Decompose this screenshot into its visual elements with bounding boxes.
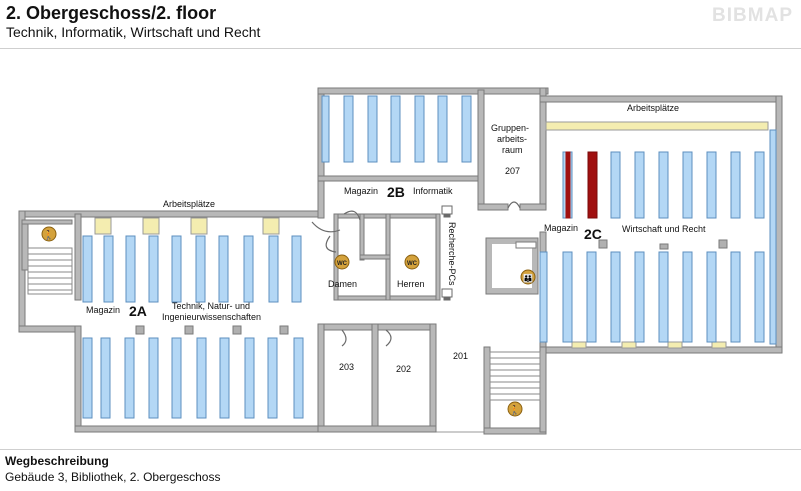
route-description: Wegbeschreibung Gebäude 3, Bibliothek, 2… bbox=[0, 451, 801, 491]
doors bbox=[311, 201, 521, 347]
label-room-201: 201 bbox=[453, 351, 468, 361]
brand-logo: BIBMAP bbox=[712, 5, 793, 26]
label-gruppen-2: arbeits- bbox=[497, 134, 527, 144]
wc-icon: WC bbox=[404, 254, 420, 270]
header-divider bbox=[0, 48, 801, 49]
svg-text:WC: WC bbox=[407, 261, 418, 267]
svg-text:WC: WC bbox=[337, 261, 348, 267]
page-subtitle: Technik, Informatik, Wirtschaft und Rech… bbox=[6, 24, 261, 40]
shelves-2a-top bbox=[82, 235, 302, 303]
label-zone-2c: 2C bbox=[584, 226, 602, 242]
label-magazin-2b: Magazin bbox=[344, 186, 378, 196]
shelves-2c-bottom bbox=[539, 251, 765, 343]
workplaces bbox=[94, 121, 769, 349]
magazine-shelf bbox=[565, 151, 571, 219]
map-header: 2. Obergeschoss/2. floor Technik, Inform… bbox=[0, 0, 801, 48]
svg-text:🚶: 🚶 bbox=[509, 404, 520, 415]
label-damen: Damen bbox=[328, 279, 357, 289]
label-arbeitsplaetze-right: Arbeitsplätze bbox=[627, 103, 679, 113]
page-title: 2. Obergeschoss/2. floor bbox=[6, 3, 217, 23]
route-text: Gebäude 3, Bibliothek, 2. Obergeschoss bbox=[5, 470, 221, 484]
label-recherche-pcs: Recherche-PCs bbox=[447, 222, 457, 286]
label-herren: Herren bbox=[397, 279, 425, 289]
floor-plan: 🚶 🚶 👪 WC WC Arbeitsplätze Arbeitsplätze … bbox=[0, 50, 801, 450]
label-zone-2b-topic: Informatik bbox=[413, 186, 453, 196]
shelves-2c-top bbox=[562, 129, 777, 345]
shelves-2a-bottom bbox=[82, 337, 304, 419]
family-icon: 👪 bbox=[520, 269, 536, 285]
label-room-203: 203 bbox=[339, 362, 354, 372]
stairs-right bbox=[489, 351, 541, 401]
label-gruppen-3: raum bbox=[502, 145, 523, 155]
computer-icon bbox=[441, 205, 453, 301]
label-magazin-2a: Magazin bbox=[86, 305, 120, 315]
footer-divider bbox=[0, 449, 801, 450]
label-arbeitsplaetze-left: Arbeitsplätze bbox=[163, 199, 215, 209]
svg-text:👪: 👪 bbox=[523, 273, 533, 283]
svg-text:🚶: 🚶 bbox=[43, 229, 54, 240]
stairs-left bbox=[27, 247, 73, 295]
label-zone-2b: 2B bbox=[387, 184, 405, 200]
route-heading: Wegbeschreibung bbox=[5, 454, 109, 468]
elevator-icon: 🚶 bbox=[41, 226, 57, 242]
label-zone-2c-topic: Wirtschaft und Recht bbox=[622, 224, 706, 234]
label-gruppen-1: Gruppen- bbox=[491, 123, 529, 133]
wc-icon: WC bbox=[334, 254, 350, 270]
label-room-202: 202 bbox=[396, 364, 411, 374]
elevator-icon: 🚶 bbox=[507, 401, 523, 417]
label-magazin-2c: Magazin bbox=[544, 223, 578, 233]
label-room-207: 207 bbox=[505, 166, 520, 176]
magazine-shelf bbox=[587, 151, 598, 219]
label-zone-2a-topic-2: Ingenieurwissenschaften bbox=[162, 312, 261, 322]
shelves-2b bbox=[321, 95, 472, 163]
map-labels: Arbeitsplätze Arbeitsplätze Magazin 2A T… bbox=[86, 103, 706, 374]
floor-plan-svg: 🚶 🚶 👪 WC WC Arbeitsplätze Arbeitsplätze … bbox=[18, 87, 783, 435]
pillars bbox=[135, 239, 728, 335]
label-zone-2a: 2A bbox=[129, 303, 147, 319]
label-zone-2a-topic-1: Technik, Natur- und bbox=[172, 301, 250, 311]
